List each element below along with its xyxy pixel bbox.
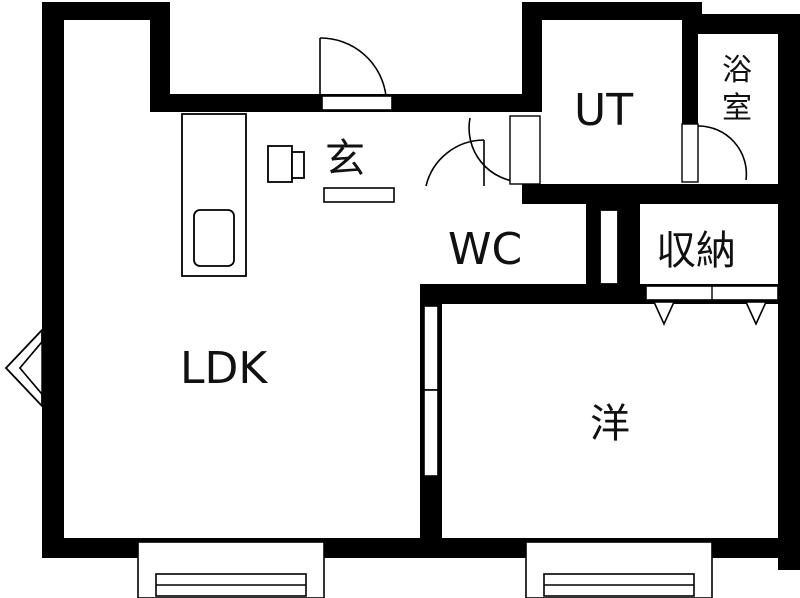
storage-shelf — [599, 209, 619, 285]
room-labels: LDK 洋 玄 WC UT 収納 浴 室 — [180, 53, 752, 447]
interior-openings — [64, 20, 778, 538]
label-storage: 収納 — [656, 228, 736, 274]
label-utility: UT — [574, 85, 633, 136]
kitchen-sink — [193, 209, 235, 267]
label-ldk: LDK — [180, 343, 268, 394]
label-bath-line2: 室 — [722, 91, 752, 126]
fixtures — [181, 113, 619, 285]
label-western-room: 洋 — [590, 401, 630, 447]
windows — [4, 95, 713, 598]
label-bath-line1: 浴 — [722, 53, 752, 88]
doors — [319, 37, 779, 326]
label-entrance: 玄 — [325, 136, 365, 182]
label-wc: WC — [448, 224, 522, 275]
shoe-cabinet — [267, 145, 293, 183]
shoe-cabinet-small — [291, 151, 305, 179]
